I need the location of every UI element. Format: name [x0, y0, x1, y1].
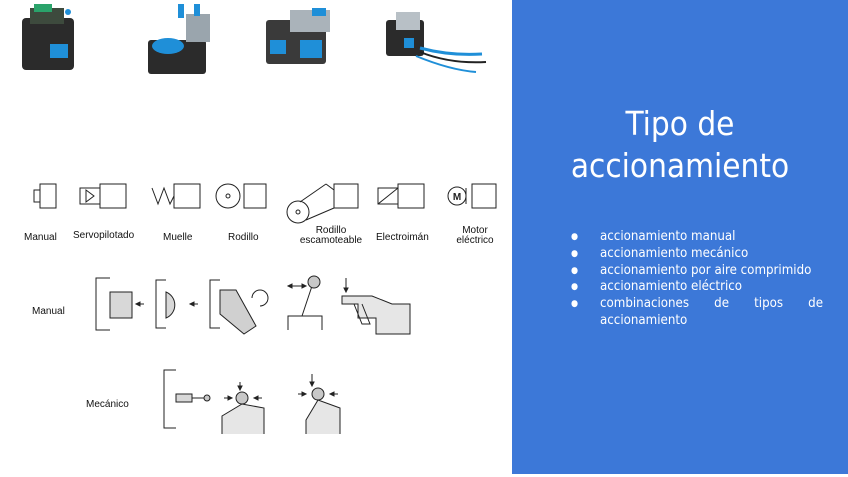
- row-label-manual: Manual: [32, 306, 65, 317]
- symbol-retractable-roller: [286, 183, 359, 224]
- actuation-symbols: M: [33, 183, 497, 224]
- label-rodillo-escamoteable: Rodillo escamoteable: [299, 225, 363, 246]
- label-manual: Manual: [24, 232, 57, 243]
- actuation-type-list: accionamiento manual accionamiento mecán…: [571, 229, 823, 330]
- list-item: accionamiento manual: [571, 229, 823, 246]
- valve-photo-manual: [22, 4, 74, 70]
- symbol-spring: [151, 183, 201, 209]
- info-panel: Tipo de accionamiento accionamiento manu…: [512, 0, 848, 474]
- symbol-motor: [447, 183, 497, 209]
- list-item: accionamiento eléctrico: [571, 279, 823, 296]
- panel-title-line2: accionamiento: [570, 146, 790, 185]
- row-label-mecanico: Mecánico: [86, 399, 129, 410]
- label-servopilotado: Servopilotado: [73, 230, 135, 241]
- symbol-roller: [215, 183, 267, 209]
- label-electroiman: Electroimán: [376, 232, 429, 243]
- manual-actuators: [95, 275, 411, 335]
- list-item: combinaciones de tipos de accionamiento: [571, 296, 823, 330]
- panel-title-line1: Tipo de: [625, 104, 735, 143]
- mechanical-actuators: [163, 369, 341, 434]
- motor-letter: M: [453, 192, 461, 203]
- valve-photo-electric: [386, 12, 487, 73]
- symbol-manual: [33, 183, 57, 209]
- label-rodillo: Rodillo: [228, 232, 259, 243]
- valve-photo-pneumatic: [266, 8, 330, 64]
- panel-title: Tipo de accionamiento: [512, 103, 848, 187]
- label-motor-electrico: Motor eléctrico: [456, 225, 494, 246]
- symbol-solenoid: [377, 183, 425, 209]
- list-item: accionamiento por aire comprimido: [571, 263, 823, 280]
- product-photos: [22, 4, 487, 74]
- valve-photo-mechanical: [148, 4, 210, 74]
- list-item: accionamiento mecánico: [571, 246, 823, 263]
- diagram-area: M Manual Servopilotado Muelle Rodillo Ro…: [22, 4, 497, 434]
- symbol-servopilot: [79, 183, 127, 209]
- label-muelle: Muelle: [163, 232, 193, 243]
